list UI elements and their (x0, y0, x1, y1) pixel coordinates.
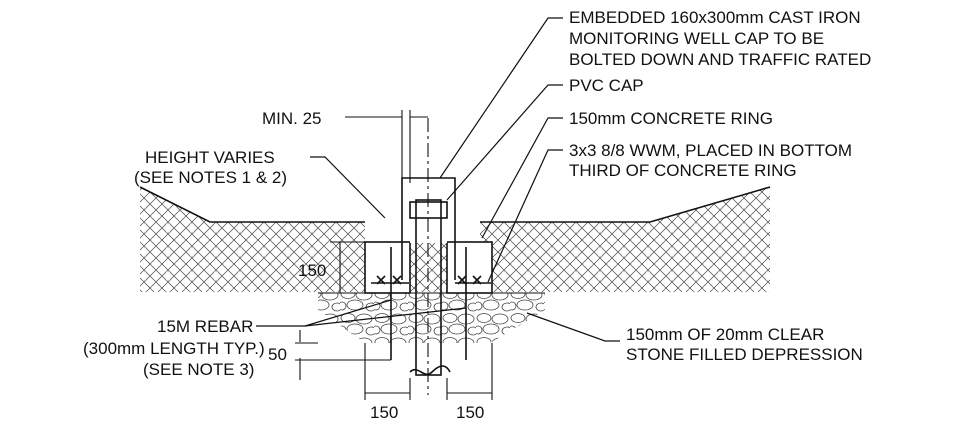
ground-surface-line (139, 186, 771, 223)
concrete-ring-left (365, 242, 410, 293)
width-right-label: 150 (456, 403, 484, 422)
leader-stone (526, 312, 620, 342)
cast-iron-cap-line3: BOLTED DOWN AND TRAFFIC RATED (569, 50, 871, 69)
stone-pattern (318, 293, 545, 343)
ring-depth-label: 150 (298, 261, 326, 280)
soil-hatch (140, 187, 770, 292)
width-left-label: 150 (370, 403, 398, 422)
cast-iron-cap-line1: EMBEDDED 160x300mm CAST IRON (569, 8, 861, 27)
stone-line1: 150mm OF 20mm CLEAR (626, 325, 824, 344)
leader-height (310, 156, 386, 219)
min25-label: MIN. 25 (262, 109, 322, 128)
concrete-ring-label: 150mm CONCRETE RING (569, 109, 773, 128)
leader-wwm (487, 149, 563, 283)
rebar-line1: 15M REBAR (157, 317, 253, 336)
pvc-cap (409, 201, 448, 219)
concrete-ring-right (447, 242, 492, 293)
concrete-ring-left-fill (364, 241, 411, 294)
concrete-ring-right-fill (446, 241, 493, 294)
height-line2: (SEE NOTES 1 & 2) (134, 168, 287, 187)
wwm-line1: 3x3 8/8 WWM, PLACED IN BOTTOM (569, 141, 852, 160)
embed-label: 50 (268, 345, 287, 364)
wwm-marks-right (455, 275, 491, 285)
height-line1: HEIGHT VARIES (145, 148, 275, 167)
wwm-line2: THIRD OF CONCRETE RING (569, 161, 797, 180)
leader-cast-iron (439, 17, 563, 179)
leader-rebar-2 (304, 307, 467, 327)
pvc-cap-label: PVC CAP (569, 76, 644, 95)
pipe-break-line (409, 365, 451, 376)
leader-pvc-cap (446, 84, 563, 201)
wwm-marks-left (371, 275, 409, 285)
rebar-line3: (SEE NOTE 3) (143, 360, 254, 379)
leader-concrete-ring (481, 117, 563, 239)
cast-iron-cap-line2: MONITORING WELL CAP TO BE (569, 29, 824, 48)
stone-line2: STONE FILLED DEPRESSION (626, 345, 863, 364)
rebar-line2: (300mm LENGTH TYP.) (83, 339, 265, 358)
